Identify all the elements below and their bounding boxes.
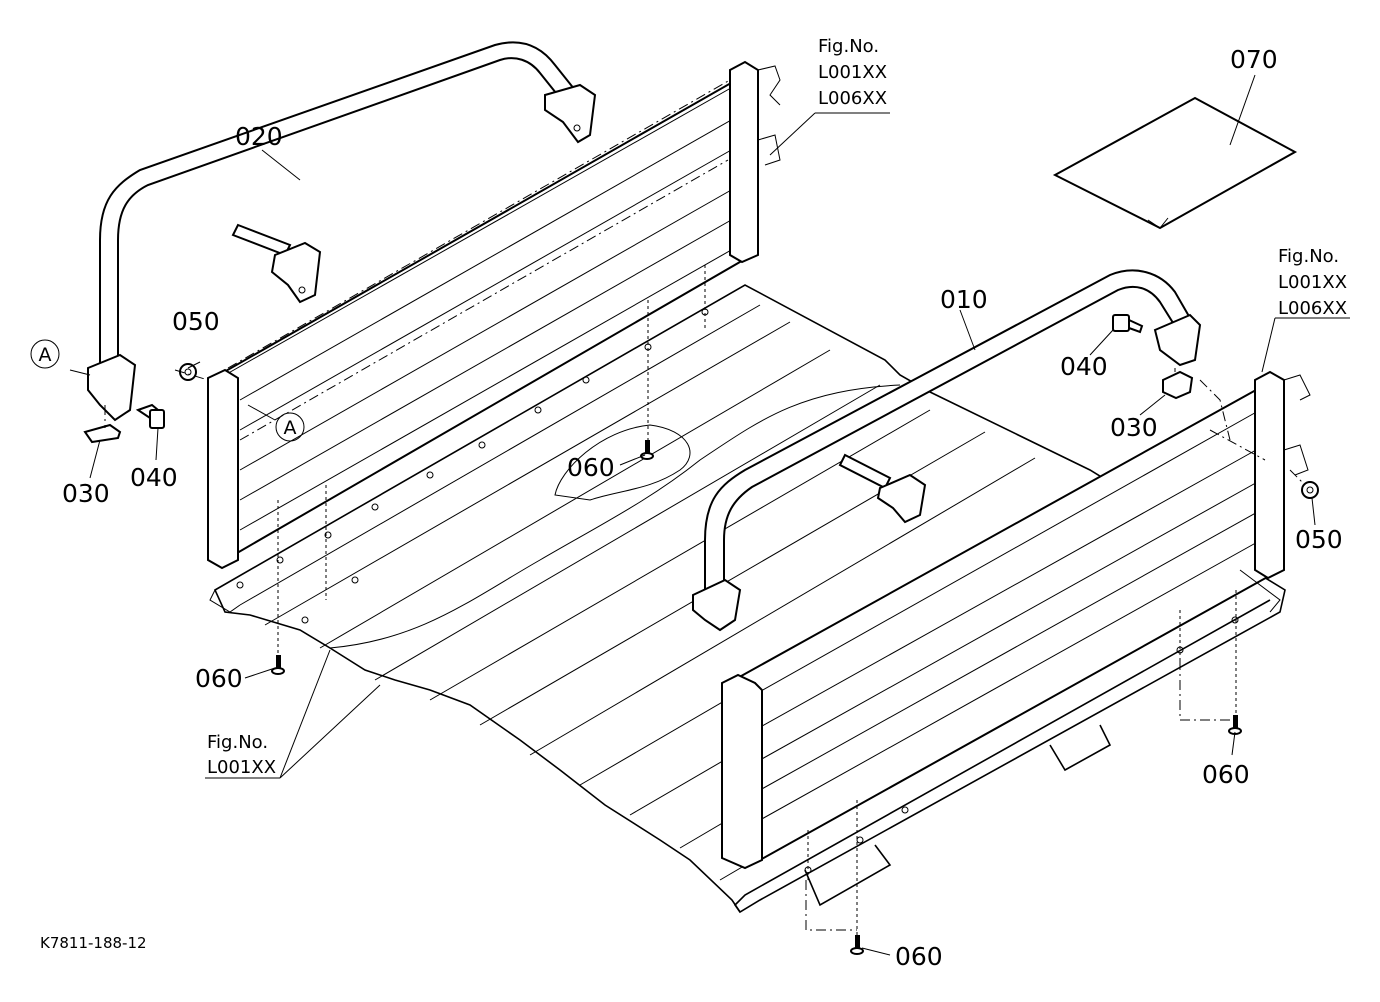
front-panel	[721, 370, 1311, 870]
fig-ref-top: Fig.No. L001XX L006XX	[818, 36, 887, 109]
fig-ref-right-line2: L001XX	[1278, 272, 1347, 293]
leader-lines	[69, 74, 1350, 956]
fig-ref-top-line3: L006XX	[818, 88, 887, 109]
callout-040-right: 040	[1060, 352, 1108, 381]
wedge-030-right	[1162, 370, 1194, 400]
callout-030-right: 030	[1110, 413, 1158, 442]
marker-a-left: A	[30, 339, 60, 369]
marker-a-right: A	[275, 412, 305, 442]
fig-ref-right-line1: Fig.No.	[1278, 246, 1339, 267]
rear-panel	[207, 60, 781, 570]
callout-070: 070	[1230, 45, 1278, 74]
fig-ref-bottom-left: Fig.No. L001XX	[207, 732, 276, 778]
bolt-060-c	[1228, 715, 1242, 735]
callout-050-left: 050	[172, 307, 220, 336]
assembly-lines	[104, 79, 1306, 935]
guard-rail-010	[692, 269, 1202, 632]
bolt-060-b	[640, 440, 654, 460]
bolt-060-a	[271, 655, 285, 675]
marker-a-right-label: A	[284, 417, 297, 439]
bolt-040-left	[135, 403, 165, 429]
fig-ref-right: Fig.No. L001XX L006XX	[1278, 246, 1347, 319]
fig-ref-top-line2: L001XX	[818, 62, 887, 83]
nut-050-right	[1301, 481, 1319, 499]
fig-ref-bottom-line2: L001XX	[207, 757, 276, 778]
drawing-code: K7811-188-12	[40, 934, 147, 952]
callout-060-right: 060	[1202, 760, 1250, 789]
wedge-030-left	[83, 423, 122, 444]
fig-ref-bottom-line1: Fig.No.	[207, 732, 268, 753]
bolt-060-d	[850, 935, 864, 955]
callout-030-left: 030	[62, 479, 110, 508]
bolt-040-right	[1112, 314, 1144, 334]
callout-050-right: 050	[1295, 525, 1343, 554]
fig-ref-right-line3: L006XX	[1278, 298, 1347, 319]
callout-020: 020	[235, 122, 283, 151]
callout-060-center: 060	[567, 453, 615, 482]
callout-060-bottom: 060	[895, 942, 943, 971]
marker-a-left-label: A	[39, 344, 52, 366]
fig-ref-top-line1: Fig.No.	[818, 36, 879, 57]
callout-010: 010	[940, 285, 988, 314]
callout-040-left: 040	[130, 463, 178, 492]
guard-rail-020	[87, 41, 597, 422]
decal-sheet-070	[1052, 96, 1298, 230]
callout-060-left: 060	[195, 664, 243, 693]
